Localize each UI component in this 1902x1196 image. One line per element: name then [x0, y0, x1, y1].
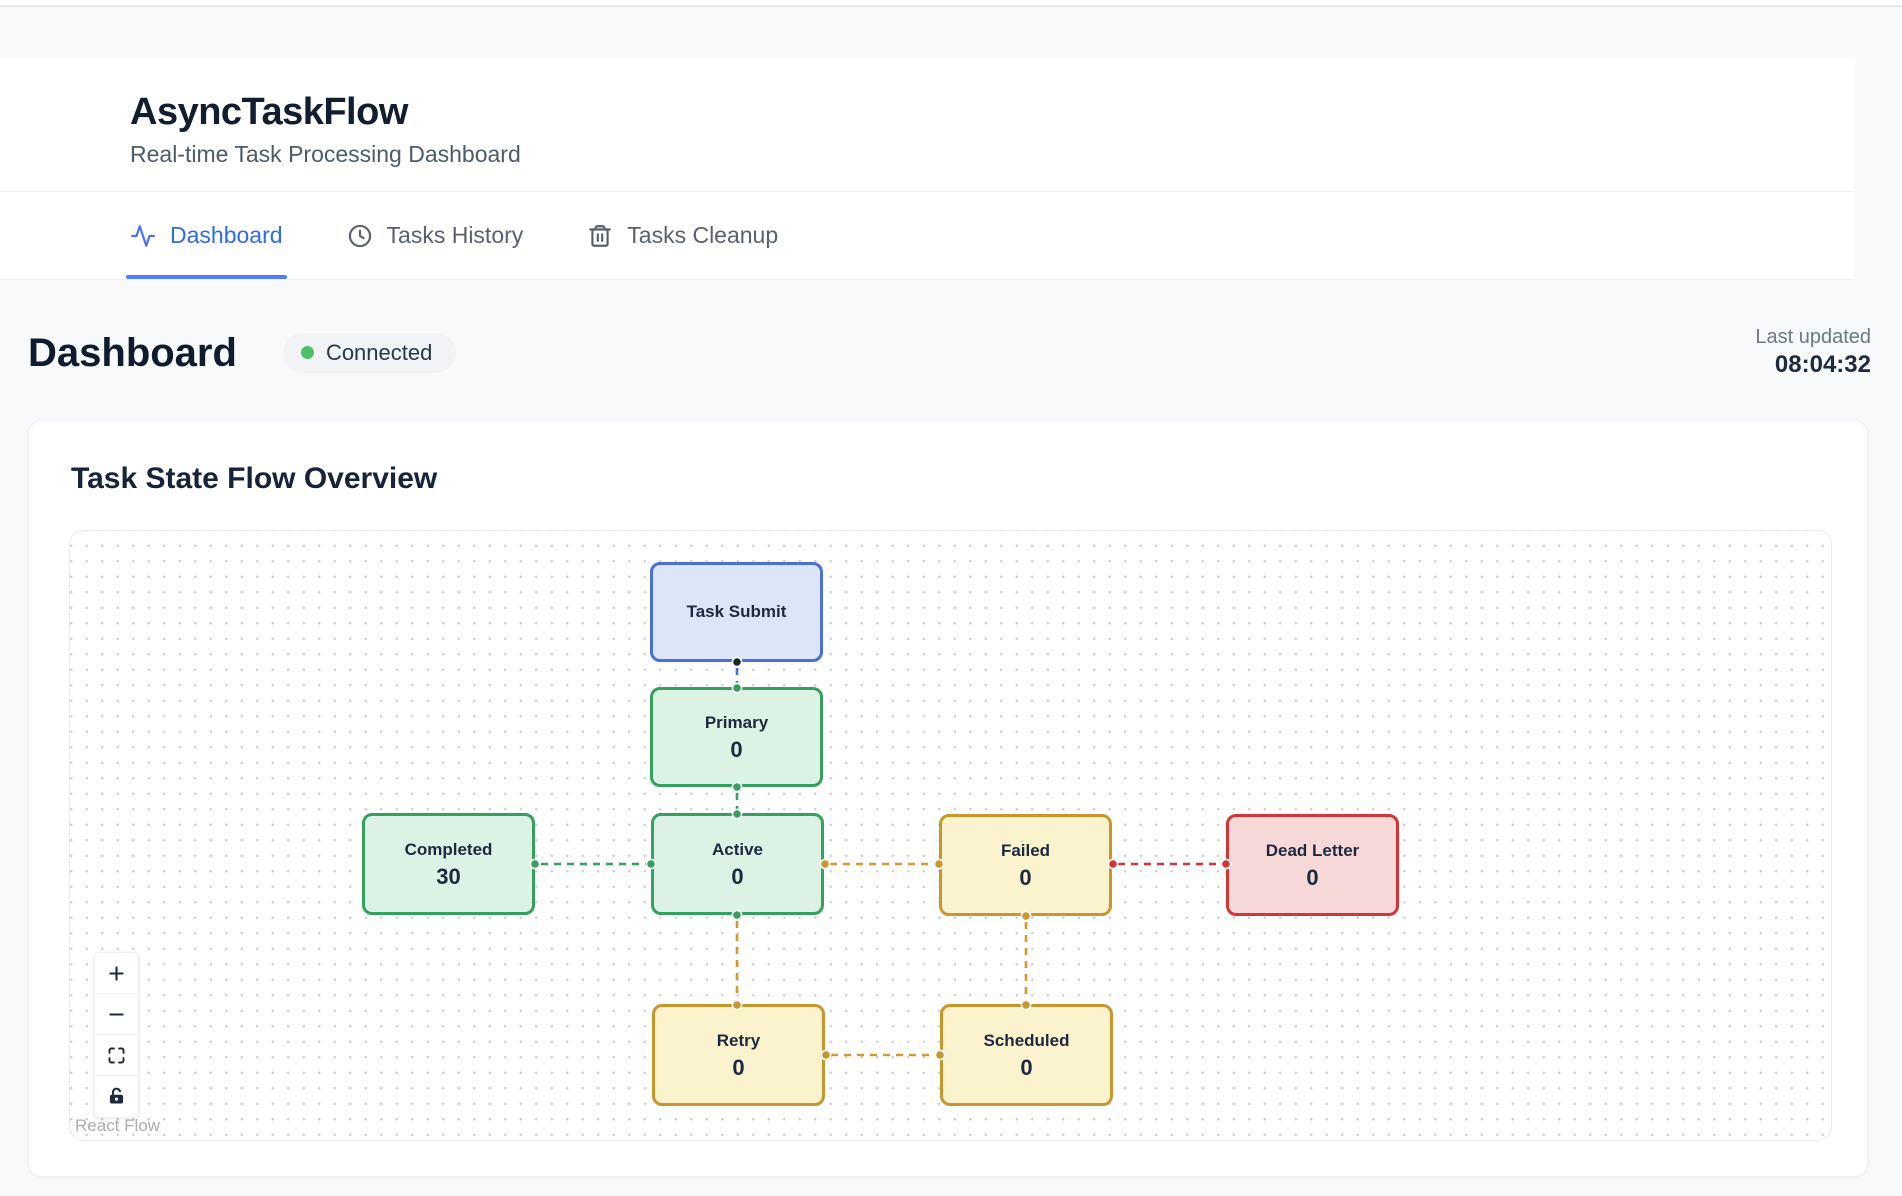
node-label: Dead Letter	[1265, 840, 1360, 860]
node-count: 0	[732, 1054, 745, 1080]
toggle-interactivity-button[interactable]	[95, 1076, 138, 1117]
app-header: AsyncTaskFlow Real-time Task Processing …	[0, 57, 1855, 280]
flow-controls-panel	[94, 952, 139, 1118]
tab-label: Tasks History	[386, 222, 524, 248]
node-count: 0	[1019, 864, 1032, 890]
main-tabs: Dashboard Tasks History Tasks Cleanup	[0, 192, 1855, 279]
main-content: Dashboard Connected Last updated 08:04:3…	[0, 325, 1902, 1177]
flow-node-task-submit[interactable]: Task Submit	[650, 562, 823, 662]
node-label: Failed	[1000, 840, 1051, 860]
node-count: 0	[731, 863, 744, 889]
plus-icon	[106, 963, 127, 984]
flow-node-failed[interactable]: Failed 0	[939, 814, 1112, 916]
page-heading-row: Dashboard Connected Last updated 08:04:3…	[28, 325, 1871, 380]
tab-tasks-history[interactable]: Tasks History	[347, 192, 524, 279]
minus-icon	[106, 1004, 127, 1025]
tab-tasks-cleanup[interactable]: Tasks Cleanup	[587, 192, 778, 279]
zoom-out-button[interactable]	[95, 994, 138, 1035]
flow-card-title: Task State Flow Overview	[71, 462, 438, 495]
node-count: 0	[1020, 1054, 1033, 1080]
page-heading: Dashboard	[28, 330, 237, 375]
flow-node-active[interactable]: Active 0	[651, 813, 824, 915]
last-updated-time: 08:04:32	[1774, 351, 1871, 378]
tab-dashboard[interactable]: Dashboard	[126, 192, 287, 279]
node-label: Task Submit	[686, 602, 787, 621]
status-label: Connected	[325, 339, 433, 365]
flow-node-dead-letter[interactable]: Dead Letter 0	[1226, 814, 1399, 916]
lock-icon	[106, 1086, 127, 1107]
app-subtitle: Real-time Task Processing Dashboard	[130, 141, 521, 167]
node-label: Retry	[716, 1030, 761, 1050]
flow-node-completed[interactable]: Completed 30	[362, 813, 535, 915]
node-label: Completed	[404, 839, 493, 859]
app-title: AsyncTaskFlow	[130, 91, 408, 133]
last-updated-label: Last updated	[1755, 326, 1871, 348]
app-header-titles: AsyncTaskFlow Real-time Task Processing …	[0, 57, 1855, 192]
top-strip	[0, 0, 1902, 7]
fit-view-icon	[106, 1045, 127, 1066]
activity-icon	[130, 223, 156, 249]
flow-node-retry[interactable]: Retry 0	[652, 1004, 825, 1106]
zoom-in-button[interactable]	[95, 953, 138, 994]
flow-node-scheduled[interactable]: Scheduled 0	[940, 1004, 1113, 1106]
last-updated-block: Last updated 08:04:32	[1755, 325, 1871, 380]
node-label: Active	[711, 839, 764, 859]
fit-view-button[interactable]	[95, 1035, 138, 1076]
node-count: 0	[1306, 864, 1319, 890]
status-dot-icon	[300, 346, 314, 359]
react-flow-attribution: React Flow	[75, 1116, 161, 1135]
trash-icon	[587, 223, 613, 249]
node-count: 30	[436, 863, 461, 889]
clock-icon	[347, 223, 373, 249]
node-count: 0	[730, 736, 743, 762]
connection-status-badge: Connected	[282, 332, 457, 373]
node-label: Primary	[704, 712, 769, 732]
tab-label: Tasks Cleanup	[627, 222, 779, 248]
node-label: Scheduled	[983, 1030, 1070, 1050]
tab-label: Dashboard	[170, 222, 283, 248]
flow-node-primary[interactable]: Primary 0	[650, 687, 823, 787]
